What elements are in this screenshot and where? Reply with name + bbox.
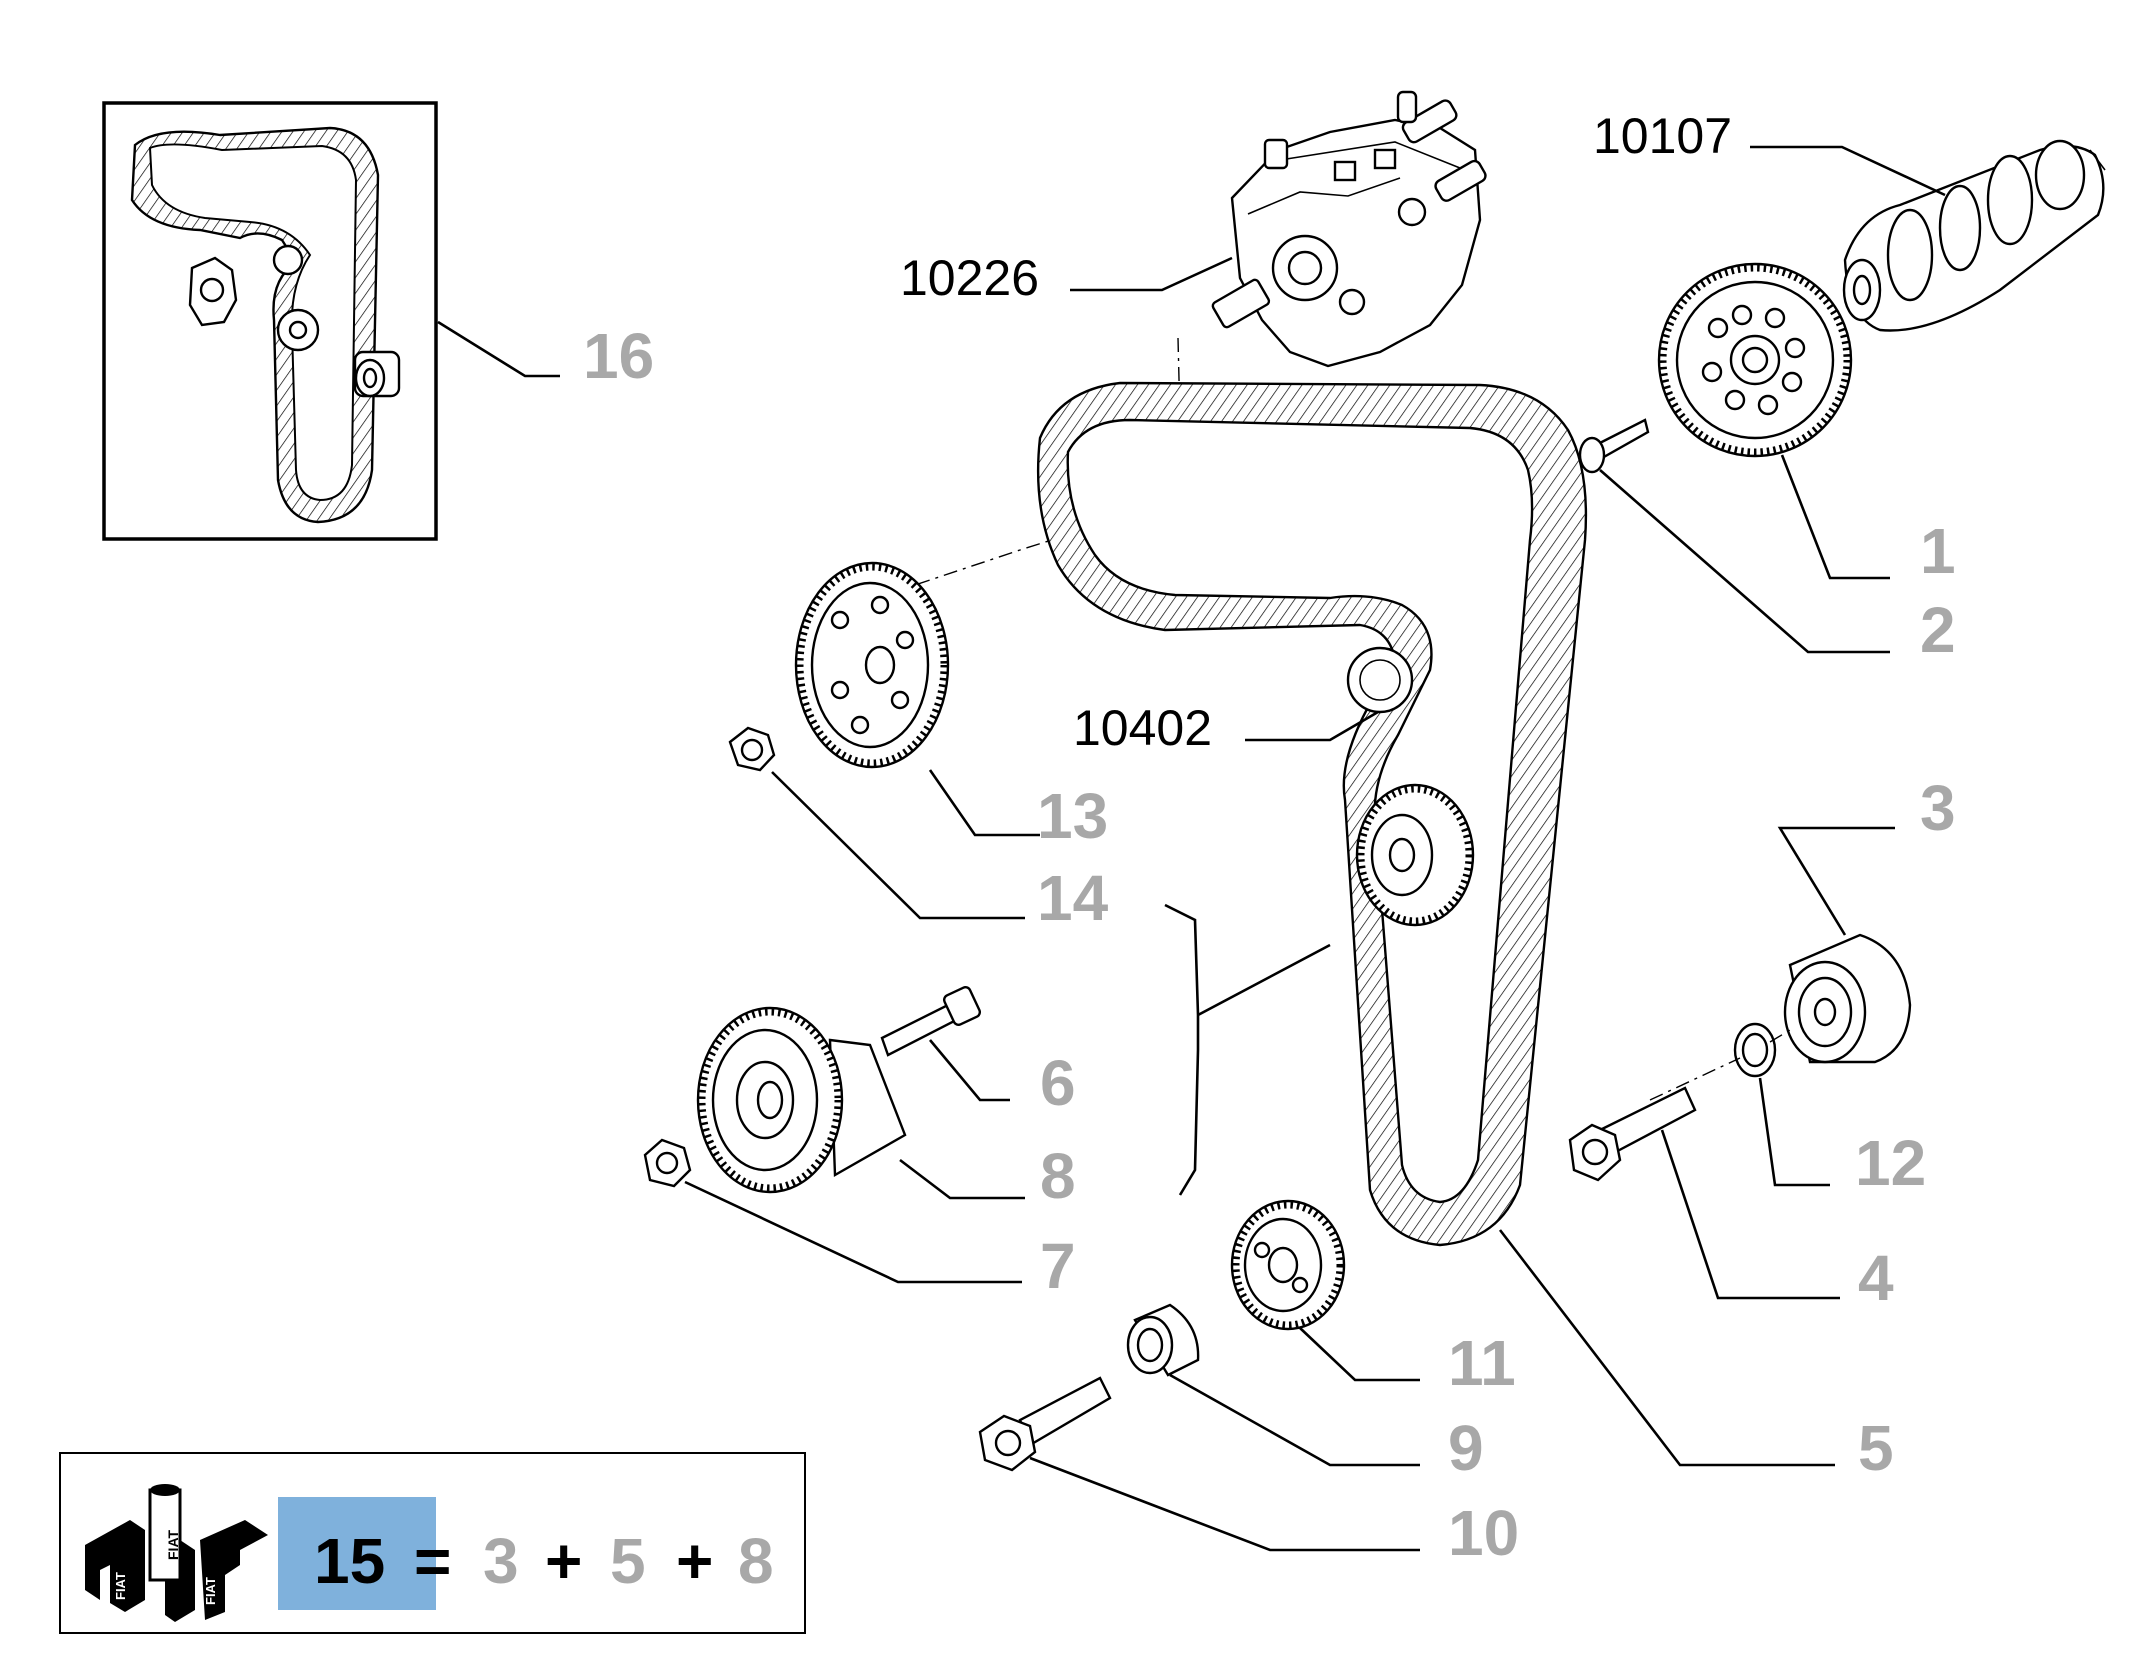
nut-14 <box>728 726 776 772</box>
callout-4[interactable]: 4 <box>1858 1242 1894 1314</box>
callout-3[interactable]: 3 <box>1920 772 1956 844</box>
kit-equals: = <box>414 1525 451 1597</box>
bolt-6 <box>880 986 982 1057</box>
svg-text:6: 6 <box>1040 1047 1076 1119</box>
tensioner-pulley <box>696 1006 907 1194</box>
kit-number-highlight <box>278 1497 436 1610</box>
kit-plus-1: + <box>545 1525 582 1597</box>
callout-5[interactable]: 5 <box>1858 1412 1894 1484</box>
svg-text:FIAT: FIAT <box>203 1577 218 1605</box>
kit-part-5[interactable]: 5 <box>610 1525 646 1597</box>
idler-roller-3 <box>1783 933 1912 1064</box>
callout-7[interactable]: 7 <box>1040 1230 1076 1302</box>
inset-belt-assembly[interactable] <box>102 101 438 541</box>
callout-1[interactable]: 1 <box>1920 515 1956 587</box>
reference-10226: 10226 <box>900 250 1039 306</box>
callout-15[interactable]: 15 <box>314 1525 385 1597</box>
camshaft <box>1842 139 2106 332</box>
injection-pump-sprocket <box>794 561 950 769</box>
kit-part-8[interactable]: 8 <box>738 1525 774 1597</box>
svg-text:9: 9 <box>1448 1412 1484 1484</box>
crank-pulley-11 <box>1230 1199 1346 1331</box>
svg-text:14: 14 <box>1037 862 1109 934</box>
callout-12[interactable]: 12 <box>1855 1127 1926 1199</box>
fiat-kit-logo-icon: FIAT FIAT FIAT <box>85 1484 268 1622</box>
svg-text:1: 1 <box>1920 515 1956 587</box>
injection-pump <box>1211 90 1487 368</box>
svg-text:10: 10 <box>1448 1497 1519 1569</box>
svg-text:FIAT: FIAT <box>113 1572 128 1600</box>
kit-composition-box[interactable]: FIAT FIAT FIAT 15 = 3 + 5 + 8 <box>59 1452 806 1634</box>
svg-text:16: 16 <box>583 320 654 392</box>
svg-text:FIAT: FIAT <box>165 1529 181 1560</box>
svg-text:13: 13 <box>1037 780 1108 852</box>
spacer-9 <box>1126 1303 1200 1377</box>
timing-belt <box>1036 381 1588 1247</box>
svg-text:8: 8 <box>1040 1140 1076 1212</box>
svg-text:7: 7 <box>1040 1230 1076 1302</box>
inset-sprocket-icon <box>188 256 238 327</box>
callout-8[interactable]: 8 <box>1040 1140 1076 1212</box>
callout-14[interactable]: 14 <box>1037 862 1109 934</box>
bolt-10 <box>978 1376 1112 1472</box>
screw-2 <box>1578 418 1650 474</box>
svg-text:12: 12 <box>1855 1127 1926 1199</box>
camshaft-sprocket <box>1657 262 1853 458</box>
callout-11[interactable]: 11 <box>1448 1327 1516 1399</box>
kit-part-3[interactable]: 3 <box>483 1525 519 1597</box>
svg-text:2: 2 <box>1920 594 1956 666</box>
kit-plus-2: + <box>676 1525 713 1597</box>
callout-2[interactable]: 2 <box>1920 594 1956 666</box>
washer-12 <box>1733 1022 1777 1078</box>
reference-10107: 10107 <box>1593 108 1732 164</box>
callout-10[interactable]: 10 <box>1448 1497 1519 1569</box>
reference-10402: 10402 <box>1073 700 1212 756</box>
inset-roller-icon <box>353 350 401 398</box>
nut-7 <box>643 1138 692 1188</box>
bolt-4 <box>1568 1086 1697 1182</box>
svg-text:5: 5 <box>1858 1412 1894 1484</box>
svg-text:11: 11 <box>1448 1327 1516 1399</box>
belt-idler-gear <box>1355 783 1475 927</box>
callout-16[interactable]: 16 <box>583 320 654 392</box>
svg-text:3: 3 <box>1920 772 1956 844</box>
callout-9[interactable]: 9 <box>1448 1412 1484 1484</box>
svg-text:4: 4 <box>1858 1242 1894 1314</box>
callout-6[interactable]: 6 <box>1040 1047 1076 1119</box>
callout-13[interactable]: 13 <box>1037 780 1108 852</box>
